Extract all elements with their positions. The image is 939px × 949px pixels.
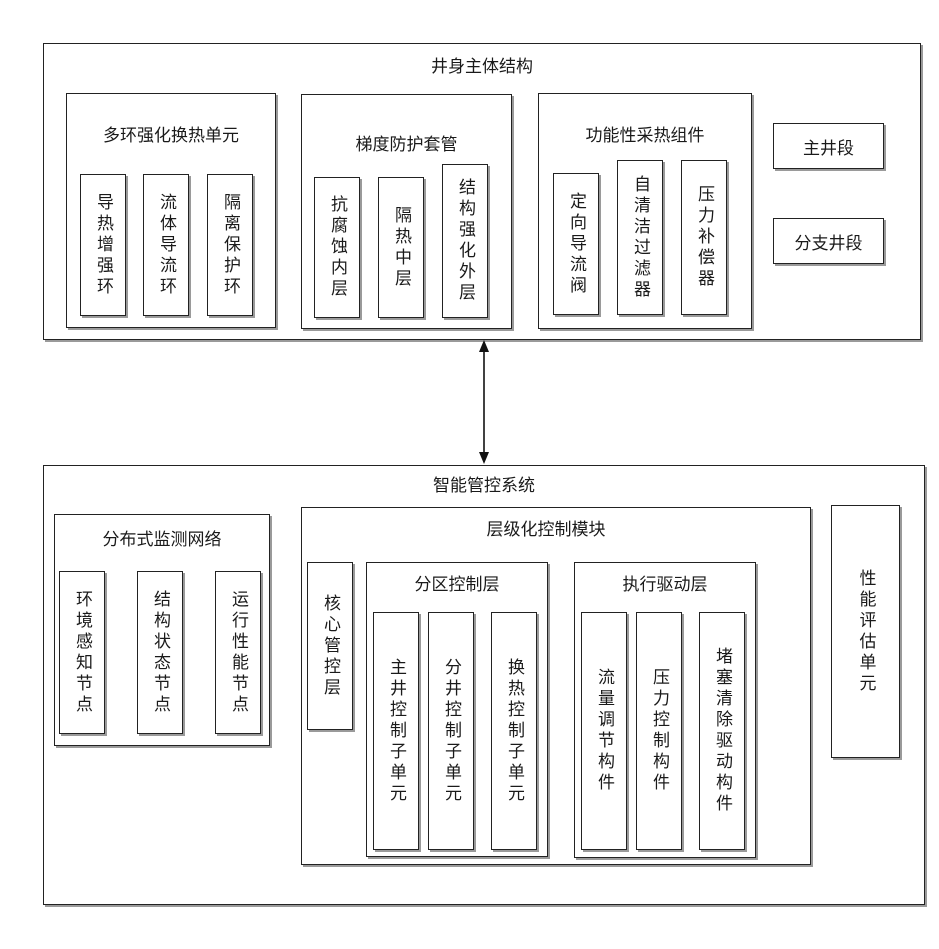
- sub-well-control-subunit: 分井控制子单元: [428, 612, 474, 850]
- execution-drive-title: 执行驱动层: [575, 575, 755, 595]
- pressure-control-component: 压力控制构件: [636, 612, 682, 850]
- intelligent-control-title: 智能管控系统: [44, 476, 924, 496]
- environment-node: 环境感知节点: [59, 571, 105, 734]
- performance-evaluation-label: 性能评估单元: [856, 569, 876, 695]
- core-control-layer-label: 核心管控层: [320, 594, 340, 699]
- flow-regulation-label: 流量调节构件: [594, 668, 614, 794]
- zone-control-title: 分区控制层: [367, 575, 547, 595]
- main-well-control-subunit: 主井控制子单元: [373, 612, 419, 850]
- sub-well-control-label: 分井控制子单元: [441, 658, 461, 805]
- performance-node: 运行性能节点: [215, 571, 261, 734]
- core-control-layer: 核心管控层: [307, 562, 353, 730]
- performance-evaluation-unit: 性能评估单元: [831, 505, 900, 758]
- monitoring-network-title: 分布式监测网络: [55, 530, 269, 550]
- blockage-removal-label: 堵塞清除驱动构件: [712, 647, 732, 815]
- heat-exchange-control-label: 换热控制子单元: [504, 658, 524, 805]
- heat-exchange-control-subunit: 换热控制子单元: [491, 612, 537, 850]
- main-well-control-label: 主井控制子单元: [386, 658, 406, 805]
- performance-node-label: 运行性能节点: [228, 590, 248, 716]
- structure-state-node: 结构状态节点: [137, 571, 183, 734]
- blockage-removal-component: 堵塞清除驱动构件: [699, 612, 745, 850]
- environment-node-label: 环境感知节点: [72, 590, 92, 716]
- flow-regulation-component: 流量调节构件: [581, 612, 627, 850]
- hierarchical-control-title: 层级化控制模块: [282, 520, 810, 540]
- pressure-control-label: 压力控制构件: [649, 668, 669, 794]
- structure-state-node-label: 结构状态节点: [150, 590, 170, 716]
